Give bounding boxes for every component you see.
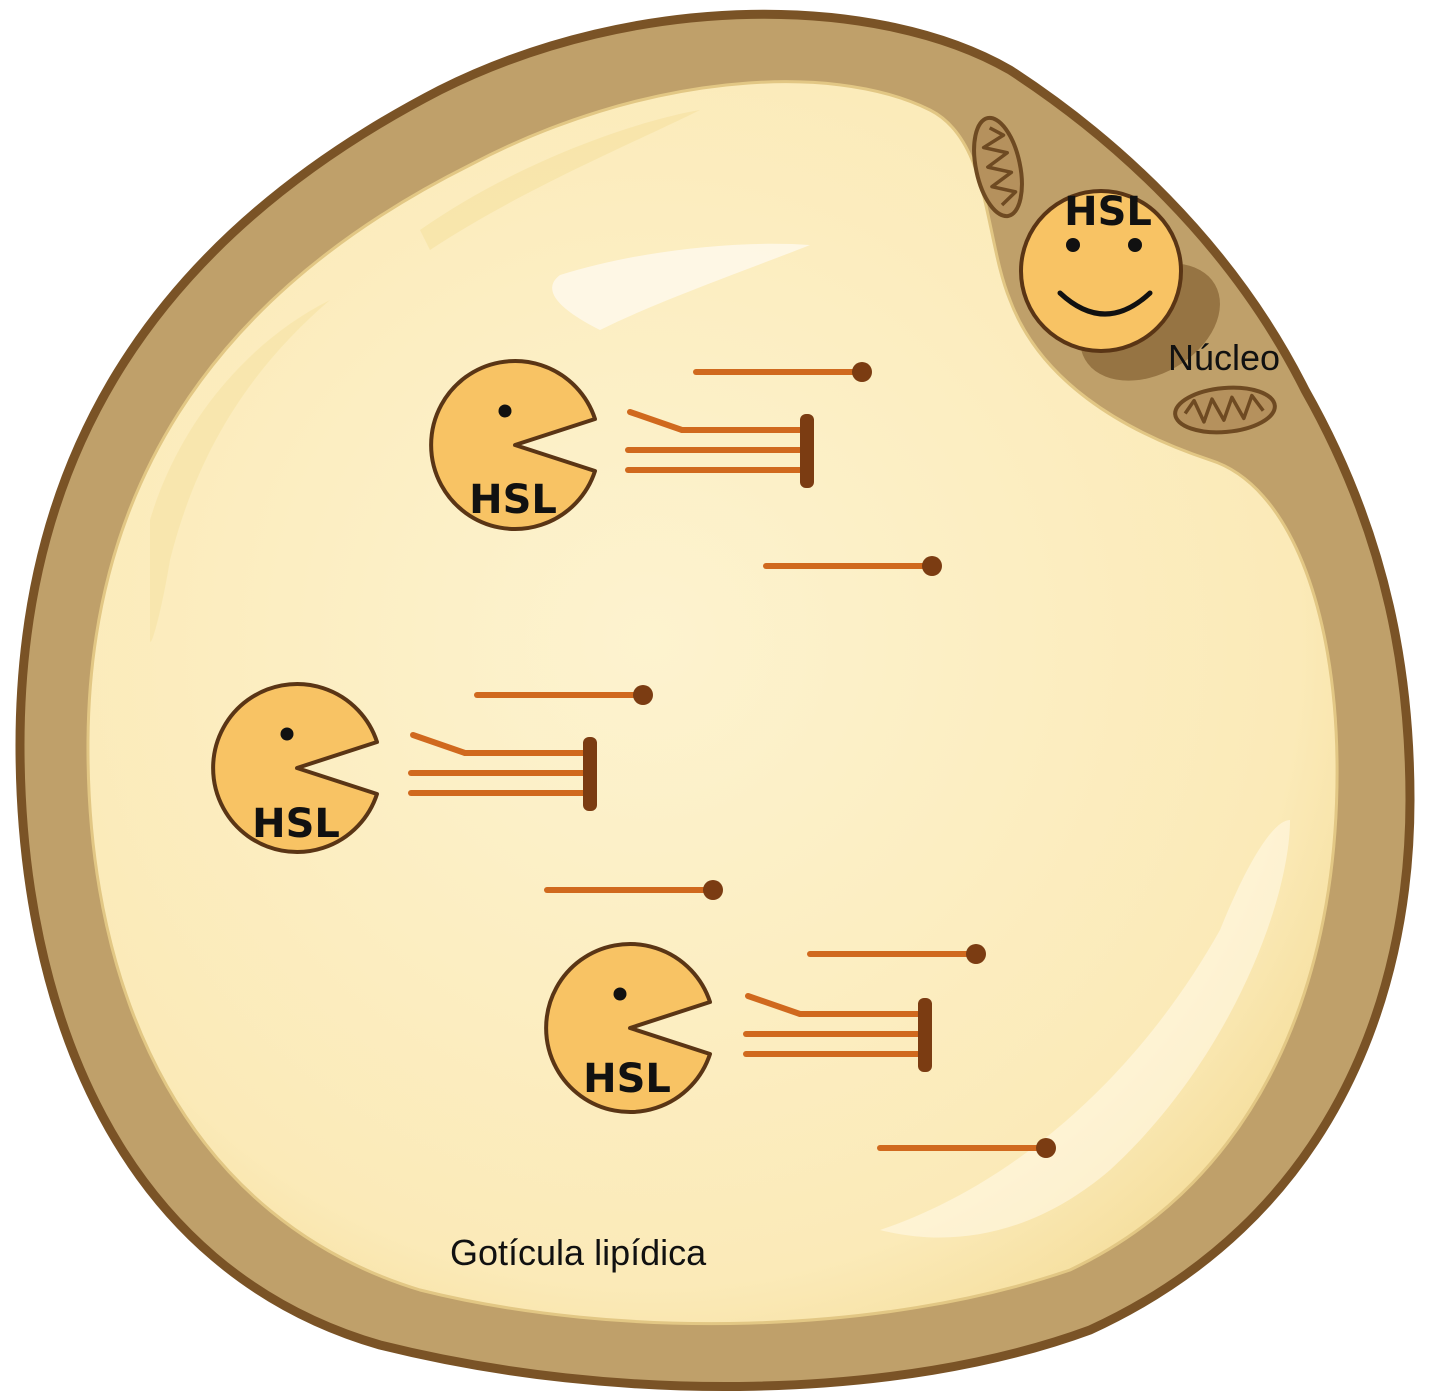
nucleus-enzyme-label: HSL xyxy=(1064,189,1152,235)
lipid-droplet-label: Gotícula lipídica xyxy=(450,1232,707,1273)
droplet-highlight-bottom xyxy=(880,820,1290,1238)
droplet-highlight-left xyxy=(150,300,330,642)
smiley-enzyme-icon xyxy=(1019,189,1183,353)
enzyme-label: HSL xyxy=(583,1056,671,1102)
enzyme-label: HSL xyxy=(469,477,557,523)
nucleus-label: Núcleo xyxy=(1168,337,1280,378)
lipid-droplet xyxy=(86,80,1339,1326)
droplet-highlight-top xyxy=(420,110,700,250)
enzyme-label: HSL xyxy=(252,801,340,847)
droplet-highlight-shine xyxy=(552,243,810,330)
